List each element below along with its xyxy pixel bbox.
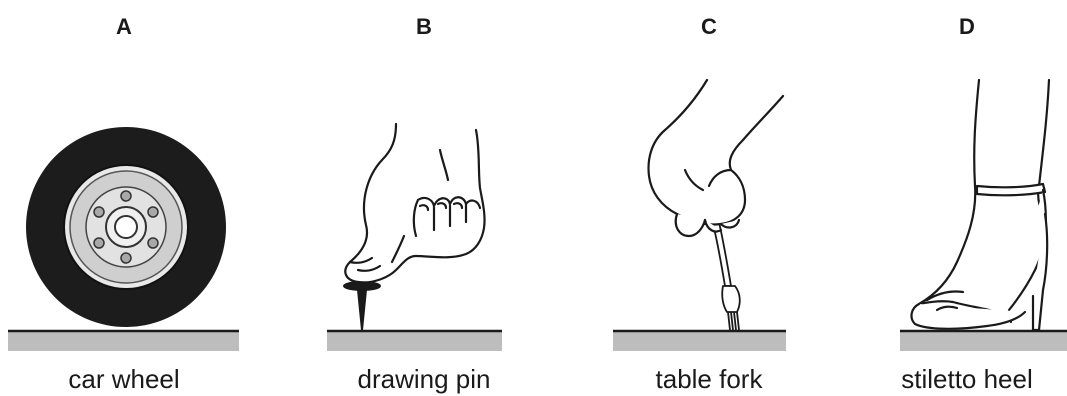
ground-surface	[613, 331, 786, 351]
hand	[649, 80, 783, 236]
panel-a: A car wheel	[0, 0, 248, 396]
ground-surface	[900, 331, 1067, 351]
ground-surface	[8, 331, 239, 351]
caption-c: table fork	[585, 364, 833, 395]
caption-a: car wheel	[0, 364, 248, 395]
caption-d: stiletto heel	[867, 364, 1067, 395]
ground-surface	[327, 331, 502, 351]
table-fork-illustration	[585, 0, 833, 396]
panel-c: C table fork	[585, 0, 833, 396]
pin	[344, 280, 380, 330]
drawing-pin-illustration	[300, 0, 548, 396]
caption-b: drawing pin	[300, 364, 548, 395]
shoe	[912, 184, 1048, 330]
panel-d: D stiletto heel	[867, 0, 1067, 396]
stiletto-heel-illustration	[867, 0, 1067, 396]
fork	[713, 222, 740, 330]
car-wheel-illustration	[0, 0, 248, 396]
hand	[345, 124, 484, 282]
panel-b: B drawing pin	[300, 0, 548, 396]
